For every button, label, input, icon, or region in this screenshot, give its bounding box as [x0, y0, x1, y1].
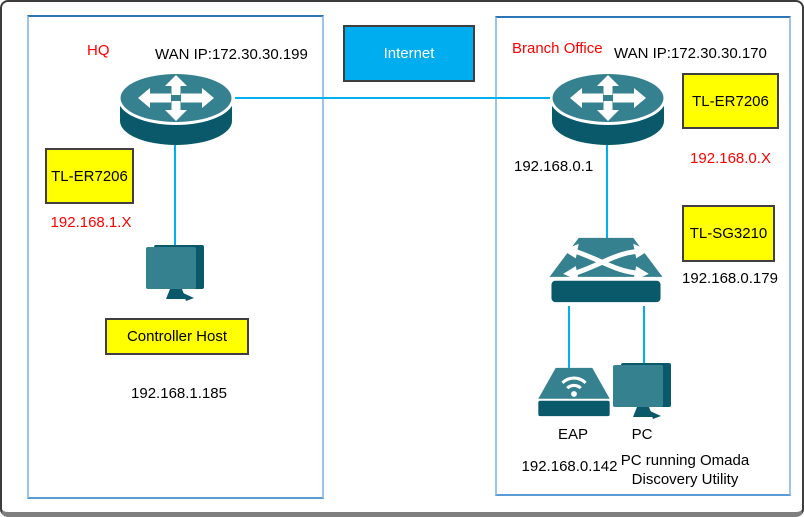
pc-monitor-icon: [611, 361, 675, 421]
wan-link-line: [235, 97, 553, 99]
eap-ip: 192.168.0.142: [521, 458, 618, 475]
branch-router-to-switch-line: [606, 143, 608, 239]
controller-host-tag: Controller Host: [105, 318, 249, 355]
pc-label: PC: [631, 426, 653, 443]
branch-zone-box: [495, 16, 791, 496]
hq-wan-ip: WAN IP:172.30.30.199: [155, 46, 308, 63]
pc-note-line2: Discovery Utility: [631, 471, 739, 488]
branch-router-model-label: TL-ER7206: [692, 92, 769, 110]
controller-host-monitor-icon: [144, 243, 208, 303]
eap-icon: [536, 366, 612, 420]
eap-label: EAP: [557, 426, 588, 443]
branch-router-model-tag: TL-ER7206: [682, 73, 779, 129]
controller-host-label: Controller Host: [126, 328, 228, 345]
branch-switch-model-tag: TL-SG3210: [682, 205, 775, 262]
hq-title: HQ: [87, 42, 110, 59]
branch-title: Branch Office: [512, 40, 603, 57]
branch-router-icon: [546, 69, 670, 147]
internet-node: Internet: [343, 25, 475, 82]
branch-gateway-ip: 192.168.0.1: [514, 158, 594, 175]
switch-to-eap-line: [568, 306, 570, 370]
wifi-icon: [561, 376, 587, 397]
hq-router-icon: [114, 69, 238, 147]
hq-router-model-tag: TL-ER7206: [45, 148, 134, 204]
hq-host-ip: 192.168.1.185: [131, 385, 227, 402]
branch-wan-ip: WAN IP:172.30.30.170: [614, 45, 767, 62]
hq-lan-subnet: 192.168.1.X: [50, 214, 132, 231]
branch-switch-ip: 192.168.0.179: [682, 270, 778, 287]
hq-router-model-label: TL-ER7206: [51, 167, 128, 185]
branch-switch-icon: [544, 234, 668, 308]
switch-to-pc-line: [643, 306, 645, 366]
branch-switch-model-label: TL-SG3210: [689, 225, 768, 242]
pc-note: PC running Omada Discovery Utility: [618, 451, 752, 489]
hq-router-to-host-line: [174, 143, 176, 247]
pc-note-line1: PC running Omada: [620, 452, 750, 469]
hq-zone-box: [27, 15, 324, 499]
branch-lan-subnet: 192.168.0.X: [690, 150, 771, 167]
internet-label: Internet: [383, 45, 435, 62]
